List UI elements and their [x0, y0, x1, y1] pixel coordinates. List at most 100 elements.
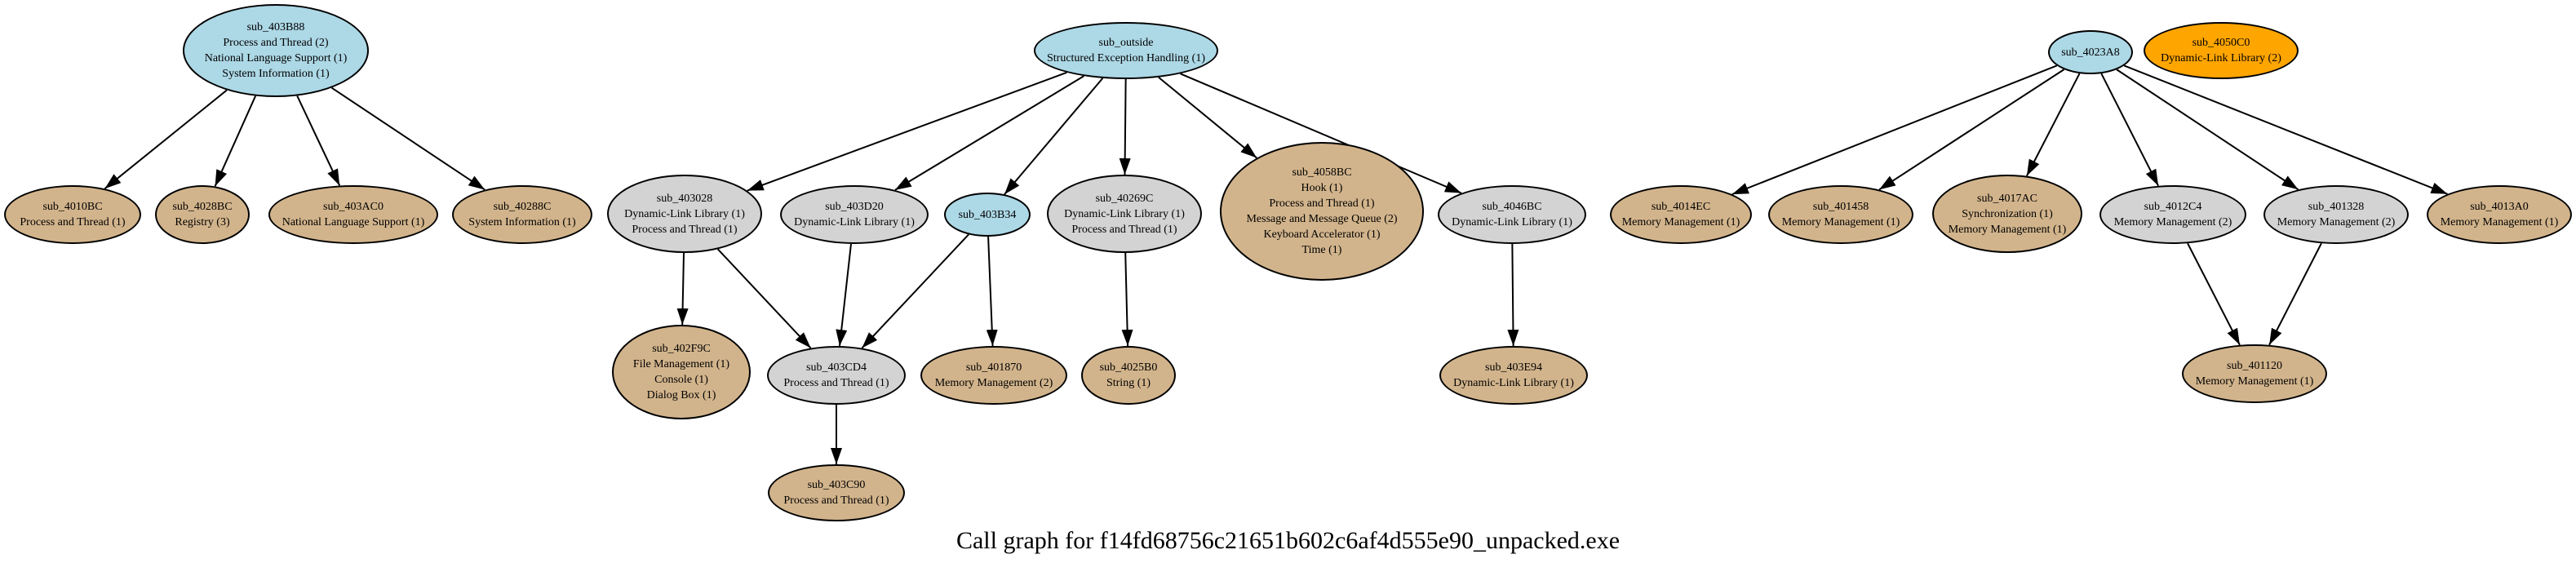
node-detail-line: Keyboard Accelerator (1) — [1263, 228, 1381, 241]
node-detail-line: Process and Thread (1) — [1071, 223, 1177, 236]
node-detail-line: Console (1) — [654, 374, 708, 386]
node-detail-line: String (1) — [1106, 377, 1151, 389]
node-detail-line: Dynamic-Link Library (1) — [1453, 377, 1574, 389]
node-detail-line: Memory Management (1) — [2195, 375, 2314, 388]
node-label-sub_402F9C: sub_402F9C — [652, 343, 711, 355]
graph-title: Call graph for f14fd68756c21651b602c6af4… — [955, 527, 1621, 554]
node-detail-line: Memory Management (1) — [1781, 216, 1900, 228]
call-edge-sub_403B88-to-sub_40288C — [330, 86, 485, 191]
node-detail-line: Message and Message Queue (2) — [1246, 213, 1398, 225]
call-edge-sub_outside-to-sub_403B34 — [1004, 78, 1104, 195]
node-label-sub_40269C: sub_40269C — [1095, 192, 1154, 205]
call-edge-sub_403D20-to-sub_403CD4 — [836, 243, 852, 347]
call-edge-sub_outside-to-sub_403D20 — [894, 75, 1084, 191]
node-label-sub_403B88: sub_403B88 — [246, 21, 305, 33]
node-detail-line: National Language Support (1) — [282, 216, 425, 228]
node-detail-line: Process and Thread (1) — [20, 216, 126, 228]
node-detail-line: Structured Exception Handling (1) — [1046, 52, 1205, 64]
node-label-sub_4046BC: sub_4046BC — [1482, 201, 1542, 213]
graph-node-sub_4058BC: sub_4058BC Hook (1) Process and Thread (1)… — [1220, 142, 1424, 281]
graph-node-sub_402F9C: sub_402F9C File Management (1) Console (1)… — [612, 325, 751, 419]
call-edge-sub_4023A8-to-sub_401328 — [2116, 69, 2299, 191]
call-edge-sub_403B34-to-sub_401870 — [986, 236, 998, 347]
node-detail-line: National Language Support (1) — [204, 52, 348, 64]
node-detail-line: Dynamic-Link Library (2) — [2161, 52, 2281, 64]
call-edge-sub_403028-to-sub_403CD4 — [717, 248, 812, 349]
call-edge-sub_4023A8-to-sub_401458 — [1878, 69, 2065, 191]
node-detail-line: Process and Thread (1) — [783, 377, 889, 389]
call-edge-sub_outside-to-sub_4058BC — [1158, 76, 1257, 159]
node-detail-line: Memory Management (1) — [2440, 216, 2559, 228]
node-label-sub_4028BC: sub_4028BC — [172, 201, 233, 213]
node-detail-line: Dynamic-Link Library (1) — [1064, 207, 1185, 220]
node-detail-line: Memory Management (1) — [1948, 223, 2067, 236]
node-label-sub_403028: sub_403028 — [656, 192, 713, 205]
node-detail-line: Process and Thread (1) — [1269, 197, 1375, 210]
node-detail-line: Memory Management (2) — [2113, 216, 2232, 228]
graph-node-sub_403B34: sub_403B34 — [944, 193, 1031, 237]
node-detail-line: File Management (1) — [632, 358, 730, 370]
call-edge-sub_403028-to-sub_402F9C — [676, 252, 689, 326]
node-label-sub_outside: sub_outside — [1098, 37, 1154, 49]
node-detail-line: Synchronization (1) — [1962, 207, 2053, 220]
node-detail-line: System Information (1) — [468, 216, 576, 228]
node-label-sub_4058BC: sub_4058BC — [1292, 166, 1352, 179]
call-edge-sub_outside-to-sub_4046BC — [1180, 73, 1462, 194]
node-detail-line: Memory Management (2) — [2277, 216, 2396, 228]
node-detail-line: Process and Thread (2) — [223, 37, 329, 49]
node-label-sub_401870: sub_401870 — [965, 361, 1022, 374]
node-label-sub_4050C0: sub_4050C0 — [2192, 37, 2250, 49]
node-label-sub_401328: sub_401328 — [2308, 201, 2365, 213]
graph-node-sub_40269C: sub_40269C Dynamic-Link Library (1) Proces… — [1047, 175, 1202, 253]
node-detail-line: Process and Thread (1) — [632, 223, 738, 236]
call-edge-sub_4023A8-to-sub_4013A0 — [2123, 64, 2448, 195]
node-detail-line: Process and Thread (1) — [783, 494, 889, 507]
call-edge-sub_403B88-to-sub_4010BC — [104, 89, 228, 189]
call-edge-sub_outside-to-sub_403028 — [747, 71, 1067, 192]
node-label-sub_403C90: sub_403C90 — [807, 479, 866, 491]
node-detail-line: Memory Management (1) — [1621, 216, 1740, 228]
node-label-sub_401458: sub_401458 — [1812, 201, 1869, 213]
node-label-sub_4012C4: sub_4012C4 — [2144, 201, 2202, 213]
node-label-sub_4013A0: sub_4013A0 — [2470, 201, 2529, 213]
node-label-sub_4025B0: sub_4025B0 — [1099, 361, 1158, 374]
node-detail-line: Hook (1) — [1301, 182, 1343, 194]
node-detail-line: Dynamic-Link Library (1) — [1452, 216, 1572, 228]
node-detail-line: Time (1) — [1301, 244, 1342, 256]
call-edge-sub_4012C4-to-sub_401120 — [2187, 242, 2241, 346]
node-detail-line: System Information (1) — [222, 68, 330, 80]
graph-node-sub_4023A8: sub_4023A8 — [2048, 30, 2133, 74]
node-detail-line: Dynamic-Link Library (1) — [794, 216, 915, 228]
call-edge-sub_403B88-to-sub_403AC0 — [296, 95, 341, 186]
call-edge-sub_outside-to-sub_40269C — [1119, 78, 1131, 175]
node-detail-line: Dialog Box (1) — [646, 389, 716, 401]
graph-node-sub_4046BC: sub_4046BC Dynamic-Link Library (1) — [1438, 185, 1586, 244]
node-label-sub_4023A8: sub_4023A8 — [2061, 46, 2120, 59]
node-label-sub_403E94: sub_403E94 — [1485, 361, 1542, 374]
call-edge-sub_4023A8-to-sub_4012C4 — [2100, 73, 2159, 187]
call-edge-sub_4023A8-to-sub_4017AC — [2025, 73, 2081, 177]
node-label-sub_403CD4: sub_403CD4 — [806, 361, 867, 374]
call-edge-sub_403B88-to-sub_4028BC — [214, 95, 257, 187]
